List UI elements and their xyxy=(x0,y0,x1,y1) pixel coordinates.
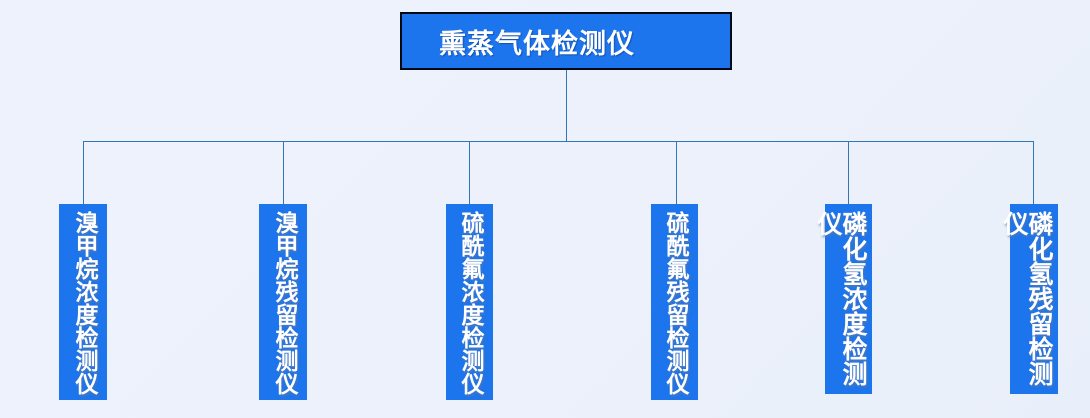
connector-stub-2 xyxy=(283,141,284,204)
root-node-label: 熏蒸气体检测仪 xyxy=(439,28,635,60)
connector-horizontal xyxy=(83,141,1033,142)
connector-stub-5 xyxy=(848,141,849,204)
node-phosphine-residue: 磷化氢残留检测仪 xyxy=(1000,204,1058,394)
node-phosphine-concentration: 磷化氢浓度检测仪 xyxy=(814,204,872,394)
node-sulfuryl-fluoride-concentration: 硫酰氟浓度检测仪 xyxy=(446,204,493,400)
node-bromomethane-residue: 溴甲烷残留检测仪 xyxy=(259,204,307,400)
connector-stub-1 xyxy=(83,141,84,204)
node-bromomethane-concentration: 溴甲烷浓度检测仪 xyxy=(59,204,107,400)
connector-stub-4 xyxy=(676,141,677,204)
connector-stub-6 xyxy=(1033,141,1034,204)
connector-stub-3 xyxy=(469,141,470,204)
root-node-fumigation-gas-detector: 熏蒸气体检测仪 xyxy=(400,12,732,70)
node-sulfuryl-fluoride-residue: 硫酰氟残留检测仪 xyxy=(651,204,698,400)
connector-root-stem xyxy=(566,70,567,141)
